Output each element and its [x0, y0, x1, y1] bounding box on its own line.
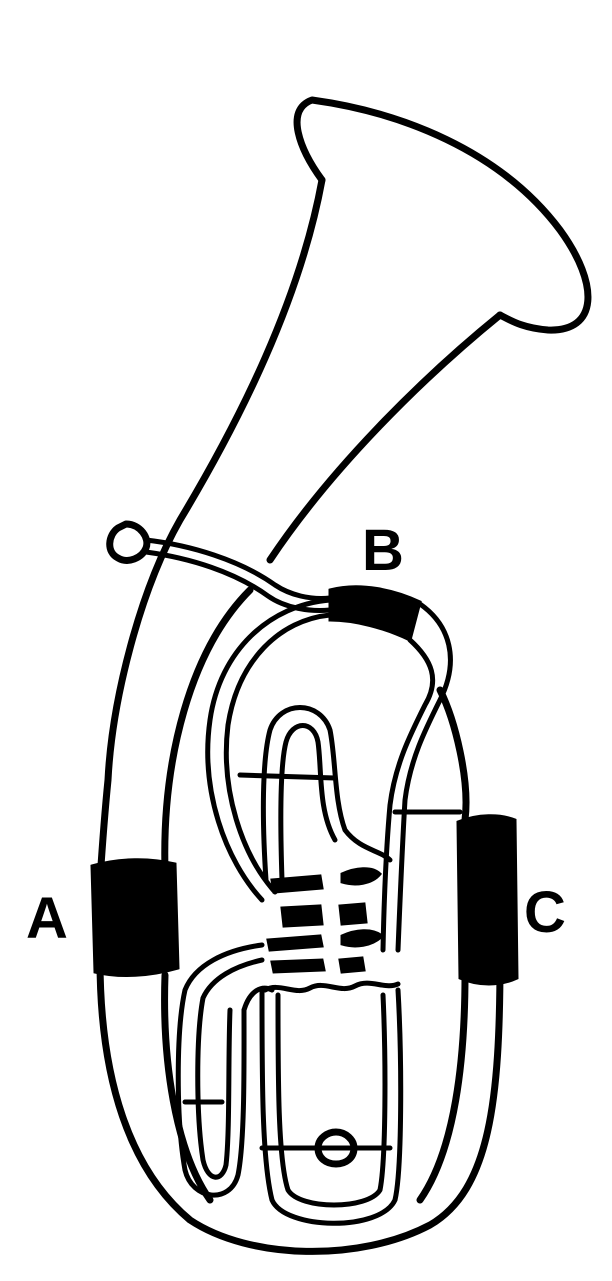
bell-tube-right	[266, 311, 504, 564]
lower-left-loop-outer	[175, 942, 265, 1198]
bell-tube-left	[96, 176, 326, 884]
valve-port-8	[338, 956, 366, 974]
left-tube-inner	[223, 612, 333, 895]
valve-port-5	[266, 934, 324, 952]
lower-left-loop-return	[241, 985, 275, 1013]
valve-port-6	[340, 929, 385, 948]
valve-slide-lower-outer	[259, 987, 404, 1226]
leadpipe-lower	[143, 549, 333, 613]
label-a: A	[26, 886, 68, 951]
band-b	[328, 585, 422, 643]
body-inner-left-lower	[161, 971, 214, 1204]
main-tube-inner	[380, 637, 436, 953]
body-outer-left	[96, 956, 504, 1255]
valve-port-7	[270, 958, 326, 974]
valve-port-4	[338, 902, 368, 926]
lower-left-loop-inner	[195, 957, 265, 1180]
band-c	[456, 814, 519, 986]
bell-rim	[293, 96, 592, 334]
band-a	[90, 858, 180, 977]
mouthpiece	[106, 520, 151, 564]
valve-slide-upper-inner	[278, 723, 338, 883]
valve-block-bottom	[262, 980, 401, 994]
body-inner-left	[161, 586, 254, 874]
water-key	[314, 1128, 358, 1168]
valve-port-2	[340, 867, 383, 886]
label-c: C	[524, 880, 566, 945]
valve-port-3	[280, 904, 324, 928]
body-outer-right-lower	[416, 971, 469, 1204]
body-outer-right	[436, 686, 470, 824]
valve-slide-upper	[260, 705, 393, 883]
valve-port-1	[270, 874, 324, 894]
left-tube-outer	[205, 597, 333, 903]
label-b: B	[362, 518, 404, 583]
leadpipe-upper	[143, 537, 333, 601]
valve-slide-lower-inner	[275, 992, 388, 1208]
brace-upper-left	[237, 772, 338, 781]
main-tube-outer	[395, 601, 453, 953]
